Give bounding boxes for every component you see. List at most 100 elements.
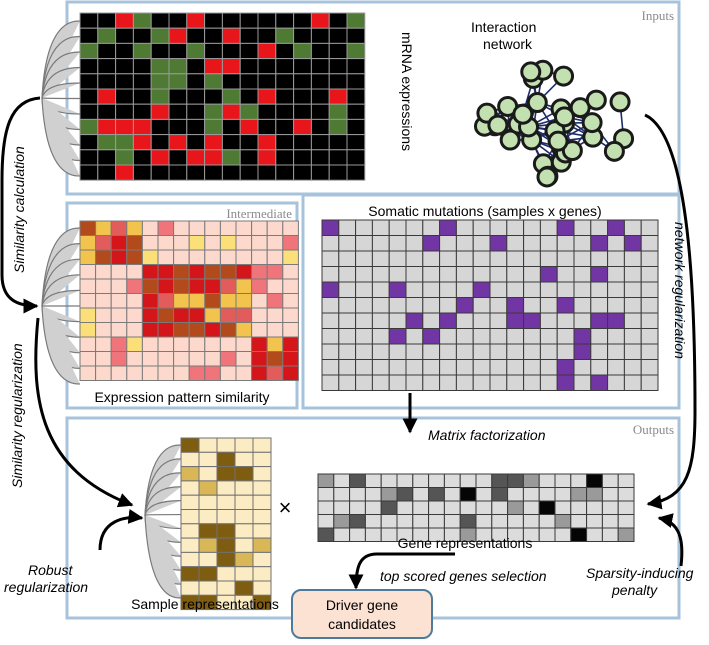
matrix-cell — [187, 135, 205, 150]
matrix-cell — [540, 360, 557, 376]
matrix-cell — [608, 236, 625, 252]
matrix-cell — [347, 43, 365, 58]
gene-representation-matrix — [318, 474, 634, 542]
matrix-cell — [339, 236, 356, 252]
matrix-cell — [591, 344, 608, 360]
matrix-cell — [523, 474, 539, 488]
matrix-cell — [507, 220, 524, 236]
matrix-cell — [540, 251, 557, 267]
multiply-sign: × — [279, 495, 292, 520]
matrix-cell — [199, 438, 217, 452]
matrix-cell — [406, 282, 423, 298]
matrix-cell — [356, 360, 373, 376]
matrix-cell — [189, 236, 205, 251]
network-node-icon — [489, 116, 507, 134]
matrix-cell — [222, 104, 240, 119]
expression-similarity-label: Expression pattern similarity — [94, 389, 269, 405]
matrix-cell — [490, 329, 507, 345]
matrix-cell — [555, 528, 571, 542]
matrix-cell — [253, 524, 271, 538]
matrix-cell — [372, 298, 389, 314]
matrix-cell — [283, 265, 299, 280]
matrix-cell — [492, 515, 508, 529]
matrix-cell — [602, 528, 618, 542]
matrix-cell — [365, 515, 381, 529]
matrix-cell — [158, 366, 174, 381]
matrix-cell — [440, 375, 457, 391]
matrix-cell — [252, 337, 268, 352]
matrix-cell — [608, 267, 625, 283]
matrix-cell — [133, 104, 151, 119]
matrix-cell — [127, 308, 143, 323]
matrix-cell — [235, 481, 253, 495]
driver-candidates-label-1: Driver gene — [326, 597, 399, 613]
matrix-cell — [473, 344, 490, 360]
matrix-cell — [557, 220, 574, 236]
matrix-cell — [507, 344, 524, 360]
matrix-cell — [524, 313, 541, 329]
matrix-cell — [591, 236, 608, 252]
matrix-cell — [80, 74, 98, 89]
matrix-cell — [294, 74, 312, 89]
matrix-cell — [587, 515, 603, 529]
matrix-cell — [574, 344, 591, 360]
matrix-cell — [557, 344, 574, 360]
matrix-cell — [222, 43, 240, 58]
matrix-cell — [389, 329, 406, 345]
matrix-cell — [574, 251, 591, 267]
matrix-cell — [111, 337, 127, 352]
matrix-cell — [111, 308, 127, 323]
matrix-cell — [624, 298, 641, 314]
matrix-cell — [111, 323, 127, 338]
matrix-cell — [240, 119, 258, 134]
matrix-cell — [96, 308, 112, 323]
matrix-cell — [217, 510, 235, 524]
matrix-cell — [253, 510, 271, 524]
matrix-cell — [276, 135, 294, 150]
matrix-cell — [322, 251, 339, 267]
matrix-cell — [151, 74, 169, 89]
matrix-cell — [624, 360, 641, 376]
matrix-cell — [205, 28, 223, 43]
matrix-cell — [381, 528, 397, 542]
matrix-cell — [98, 165, 116, 180]
matrix-cell — [235, 467, 253, 481]
matrix-cell — [205, 89, 223, 104]
matrix-cell — [80, 43, 98, 58]
matrix-cell — [205, 150, 223, 165]
matrix-cell — [507, 267, 524, 283]
matrix-cell — [151, 89, 169, 104]
matrix-cell — [283, 323, 299, 338]
matrix-cell — [440, 236, 457, 252]
matrix-cell — [258, 59, 276, 74]
matrix-cell — [350, 501, 366, 515]
matrix-cell — [199, 538, 217, 552]
matrix-cell — [356, 267, 373, 283]
matrix-cell — [181, 581, 199, 595]
matrix-cell — [222, 150, 240, 165]
matrix-cell — [252, 236, 268, 251]
matrix-cell — [490, 298, 507, 314]
matrix-cell — [397, 488, 413, 502]
matrix-cell — [329, 119, 347, 134]
matrix-cell — [189, 366, 205, 381]
matrix-cell — [169, 43, 187, 58]
matrix-cell — [473, 375, 490, 391]
matrix-cell — [181, 481, 199, 495]
matrix-cell — [205, 13, 223, 28]
matrix-cell — [98, 150, 116, 165]
matrix-cell — [311, 89, 329, 104]
matrix-cell — [456, 282, 473, 298]
matrix-cell — [429, 515, 445, 529]
matrix-cell — [80, 323, 96, 338]
matrix-cell — [456, 329, 473, 345]
matrix-cell — [80, 250, 96, 265]
matrix-cell — [111, 236, 127, 251]
matrix-cell — [276, 119, 294, 134]
matrix-cell — [235, 567, 253, 581]
matrix-cell — [618, 515, 634, 529]
matrix-cell — [524, 267, 541, 283]
matrix-cell — [571, 515, 587, 529]
matrix-cell — [220, 221, 236, 236]
matrix-cell — [133, 43, 151, 58]
